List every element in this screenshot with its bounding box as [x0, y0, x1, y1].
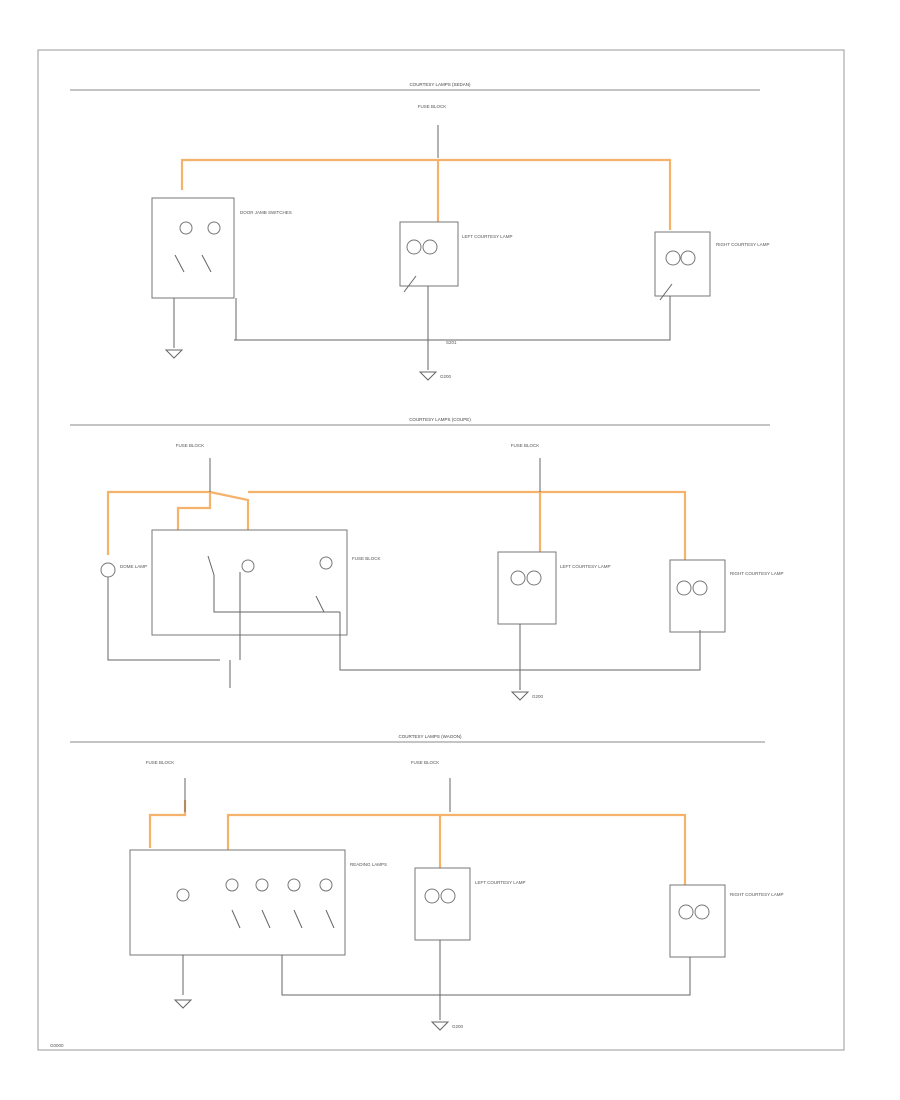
section-2-ground-label: G200 [532, 694, 544, 699]
section-1-title: COURTESY LAMPS (SEDAN) [409, 82, 471, 87]
section-3: COURTESY LAMPS (WAGON) FUSE BLOCK FUSE B… [70, 734, 784, 1031]
section-3-return-wire [182, 940, 691, 1020]
section-1-power-bus [180, 158, 672, 230]
section-3-left-lamp-bulb-2 [440, 888, 456, 904]
section-3-left-lamp-bulb [424, 888, 440, 904]
section-1-left-lamp-label: LEFT COURTESY LAMP [462, 234, 513, 239]
section-3-right-lamp-label: RIGHT COURTESY LAMP [730, 892, 784, 897]
section-1-left-lamp-bulb [406, 239, 422, 255]
section-2-lamp-a [241, 559, 255, 573]
section-3-main-ground [430, 1021, 450, 1031]
section-2-switch-box [151, 529, 348, 636]
section-1-fuse-label: FUSE BLOCK [418, 104, 447, 109]
section-1-switch-lamp-1 [179, 221, 193, 235]
section-2-fuse-label-right: FUSE BLOCK [511, 443, 540, 448]
section-3-switch-4 [325, 909, 335, 929]
section-2-left-bus [106, 490, 250, 555]
section-3-ground-label: G200 [452, 1024, 464, 1029]
section-1-right-lamp-bulb [665, 250, 681, 266]
section-2-dome-label: DOME LAMP [120, 564, 147, 569]
section-3-lamp-4 [287, 878, 301, 892]
section-3-right-lamp-bulb [678, 904, 694, 920]
section-3-switch-1 [231, 909, 241, 929]
section-1-switch-lamp-2 [207, 221, 221, 235]
page-code: G0000 [50, 1043, 64, 1048]
section-2-right-bus [248, 490, 687, 560]
section-1-right-lamp-box [654, 231, 711, 297]
section-1-switch-2 [201, 254, 212, 273]
section-2-right-lamp-bulb-2 [692, 580, 708, 596]
section-1-main-ground [418, 371, 438, 381]
section-1-ground-label: G200 [440, 374, 452, 379]
section-3-ground-symbol-left [173, 999, 193, 1009]
section-2-switch-label: FUSE BLOCK [352, 556, 381, 561]
section-2-right-lamp-label: RIGHT COURTESY LAMP [730, 571, 784, 576]
section-2-switch-a [207, 555, 215, 576]
section-1-splice-label: S201 [446, 340, 457, 345]
section-2-left-lamp-label: LEFT COURTESY LAMP [560, 564, 611, 569]
section-1-ground-symbol [164, 349, 184, 359]
section-3-left-lamp-label: LEFT COURTESY LAMP [475, 880, 526, 885]
section-3-lamp-1 [176, 888, 190, 902]
section-2-left-lamp-bulb-2 [526, 570, 542, 586]
section-3-switch-3 [293, 909, 303, 929]
section-2-switch-b [315, 595, 325, 613]
section-2: COURTESY LAMPS (COUPE) FUSE BLOCK FUSE B… [70, 417, 784, 701]
section-3-right-lamp-box [669, 884, 726, 958]
section-3-switch-2 [261, 909, 271, 929]
section-3-right-lamp-bulb-2 [694, 904, 710, 920]
section-2-title: COURTESY LAMPS (COUPE) [409, 417, 471, 422]
section-1-left-lamp-box [399, 221, 459, 287]
section-3-lamp-5 [319, 878, 333, 892]
section-2-lamp-b [319, 556, 333, 570]
section-1-left-lamp-bulb-2 [422, 239, 438, 255]
section-1-left-lamp-switch [403, 275, 417, 293]
section-3-title: COURTESY LAMPS (WAGON) [399, 734, 462, 739]
section-3-reading-label: READING LAMPS [350, 862, 387, 867]
section-1-switch-box [151, 197, 235, 299]
section-2-internal-wire [213, 572, 701, 671]
section-2-right-lamp-bulb [676, 580, 692, 596]
section-2-ground-wire [229, 624, 521, 690]
section-1: COURTESY LAMPS (SEDAN) FUSE BLOCK DOOR J… [70, 82, 770, 381]
section-3-lamp-box [129, 849, 346, 956]
section-1-right-lamp-bulb-2 [680, 250, 696, 266]
section-3-lamp-3 [255, 878, 269, 892]
section-2-fuse-label-left: FUSE BLOCK [176, 443, 205, 448]
section-1-return-wire [234, 286, 671, 370]
section-2-dome-lamp [100, 562, 116, 578]
section-3-left-lamp-box [414, 867, 471, 941]
section-1-switch-label: DOOR JAMB SWITCHES [240, 210, 292, 215]
section-3-fuse-label-right: FUSE BLOCK [411, 760, 440, 765]
section-1-right-lamp-label: RIGHT COURTESY LAMP [716, 242, 770, 247]
section-1-right-lamp-switch [659, 283, 673, 301]
section-2-left-lamp-bulb [510, 570, 526, 586]
section-2-right-lamp-box [669, 559, 726, 633]
section-3-right-bus [226, 813, 687, 885]
section-3-lamp-2 [225, 878, 239, 892]
section-1-switch-1 [174, 254, 185, 273]
section-2-dome-return [107, 577, 220, 661]
page-frame [37, 49, 845, 1051]
section-3-fuse-label-left: FUSE BLOCK [146, 760, 175, 765]
section-2-ground-symbol [510, 691, 530, 701]
section-2-left-lamp-box [497, 551, 557, 625]
section-3-left-bus [148, 800, 187, 848]
